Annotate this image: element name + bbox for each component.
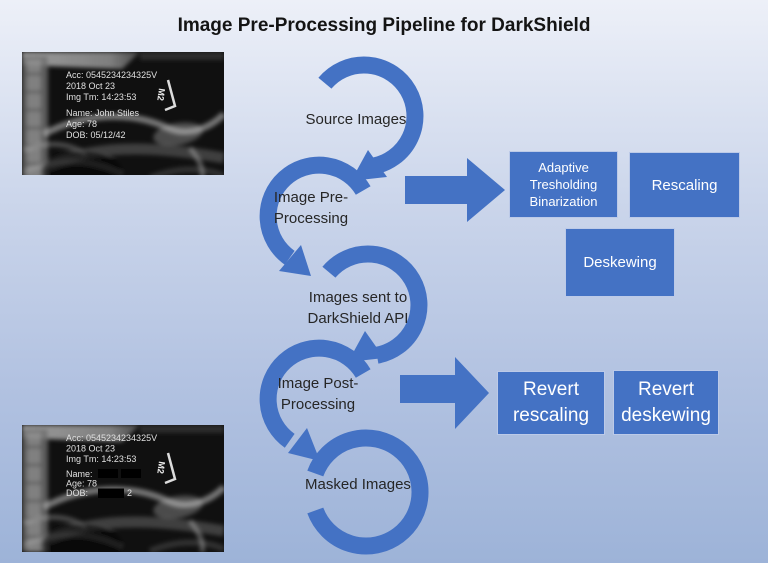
redaction-box-name-1 [98,469,118,478]
cycle-arrow-images-sent [322,245,428,364]
cycle-arrow-image-pre-processing [259,156,371,265]
cycle-arrow-masked-images [307,429,429,555]
xray-masked-image: Acc: 0545234234325V 2018 Oct 23 Img Tm: … [22,425,224,552]
flow-arrowhead-1 [351,150,387,181]
xray-age-text: Age: 78 [66,119,97,129]
flow-arrowhead-2 [279,245,311,276]
redaction-box-name-2 [121,469,141,478]
cycle-arrow-source-images [318,56,424,175]
flow-arrowhead-4 [288,428,320,461]
xray-acc-text: Acc: 0545234234325V [66,70,157,80]
xray-acc-text: Acc: 0545234234325V [66,433,157,443]
box-deskewing: Deskewing [565,228,675,297]
step-label-images-sent: Images sent to DarkShield API [307,289,409,327]
redaction-box-dob [98,488,124,498]
xray-date-text: 2018 Oct 23 [66,444,115,454]
xray-imgtime-text: Img Tm: 14:23:53 [66,92,136,102]
block-arrow-pre-processing [405,158,505,222]
cycle-arrow-image-post-processing [259,339,371,448]
xray-name-text: Name: John Stiles [66,108,140,118]
step-label-masked-images: Masked Images [305,476,411,493]
xray-dob-text: DOB: 05/12/42 [66,130,126,140]
step-label-image-post-processing: Image Post-Processing [277,375,359,413]
xray-side-marker: M2 [155,461,167,475]
xray-imgtime-text: Img Tm: 14:23:53 [66,454,136,464]
xray-original-overlay-text: Acc: 0545234234325V 2018 Oct 23 Img Tm: … [66,70,157,140]
box-revert-rescaling: Revert rescaling [497,371,605,435]
box-adaptive-thresholding-binarization: Adaptive Tresholding Binarization [509,151,618,218]
xray-masked-overlay-text: Acc: 0545234234325V 2018 Oct 23 Img Tm: … [66,433,157,498]
flow-arrowhead-3 [348,331,384,362]
xray-age-text: Age: 78 [66,479,97,489]
step-label-image-pre-processing: Image Pre-Processing [273,189,349,227]
step-label-source-images: Source Images [305,111,407,128]
xray-side-marker: M2 [155,88,167,102]
box-rescaling: Rescaling [629,152,740,218]
block-arrow-post-processing [400,357,489,429]
xray-original-image: Acc: 0545234234325V 2018 Oct 23 Img Tm: … [22,52,224,175]
xray-name-label-text: Name: [66,469,93,479]
page-title: Image Pre-Processing Pipeline for DarkSh… [177,15,591,36]
xray-dob-visible-digit: 2 [127,488,132,498]
box-revert-deskewing: Revert deskewing [613,370,719,435]
xray-date-text: 2018 Oct 23 [66,81,115,91]
xray-dob-label-text: DOB: [66,488,88,498]
